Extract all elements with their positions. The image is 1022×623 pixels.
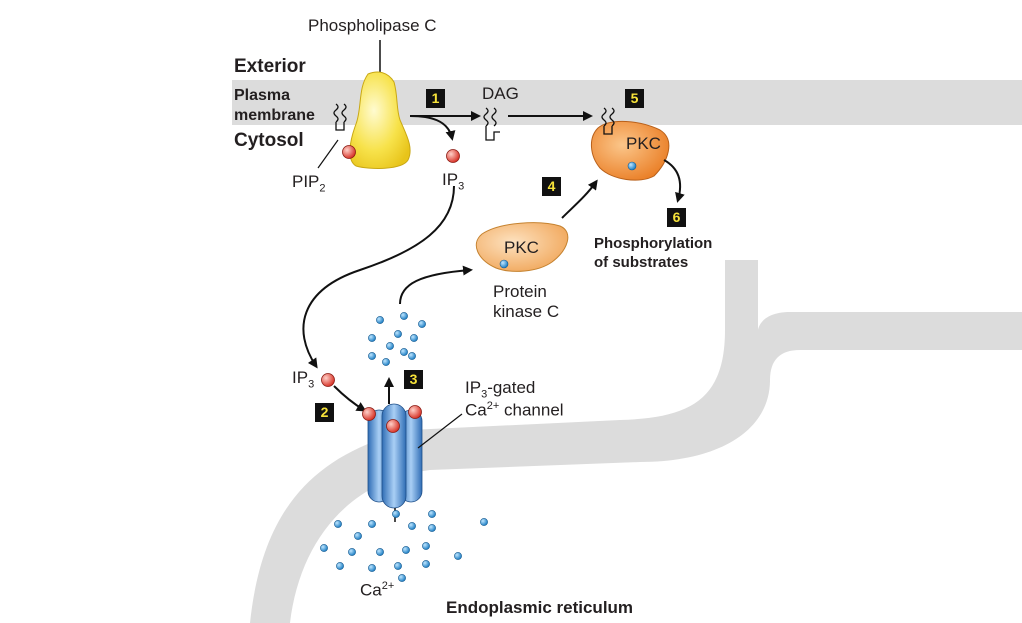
ip3-molecule — [446, 149, 460, 163]
ca-ion — [400, 312, 408, 320]
arrow-ip3-binds-channel — [333, 385, 367, 412]
ca-ion — [368, 564, 376, 572]
label-phospholipase-c: Phospholipase C — [308, 16, 437, 35]
ca-ion — [394, 330, 402, 338]
label-kinase-c: kinase C — [493, 302, 560, 321]
phospholipase-c-protein — [349, 71, 411, 169]
ca-ion — [422, 560, 430, 568]
ca-ion — [376, 548, 384, 556]
label-ip3-channel: IP3 — [292, 368, 315, 391]
ca-ion — [480, 518, 488, 526]
arrow-pkc-to-membrane — [561, 179, 598, 219]
ca-ion — [336, 562, 344, 570]
ca-ion — [454, 552, 462, 560]
ip3-bound-3 — [408, 405, 422, 419]
ca-ion — [428, 510, 436, 518]
label-phosphorylation: Phosphorylation — [594, 235, 713, 252]
ca-ion — [408, 522, 416, 530]
pkc-active-ca — [627, 161, 637, 171]
pip2-pointer — [317, 139, 339, 169]
ca-ion — [408, 352, 416, 360]
ca-ion — [320, 544, 328, 552]
ca-ion — [368, 352, 376, 360]
step-3-badge: 3 — [404, 370, 423, 389]
ca-ion — [382, 358, 390, 366]
dag-lipid — [483, 107, 500, 141]
ca-ion — [400, 348, 408, 356]
label-dag: DAG — [482, 84, 519, 103]
label-ip3-gated: IP3-gated — [465, 378, 536, 401]
label-membrane: membrane — [234, 107, 315, 124]
ip3-near-channel — [321, 373, 335, 387]
pkc-bound-dag — [601, 107, 615, 135]
ca-ion — [418, 320, 426, 328]
ca-ion — [386, 342, 394, 350]
ca-ion — [368, 334, 376, 342]
arrow-ip3-to-channel — [302, 185, 455, 369]
label-ca-er: Ca2+ — [360, 580, 395, 600]
step-4-badge: 4 — [542, 177, 561, 196]
step-6-badge: 6 — [667, 208, 686, 227]
ca-ion — [422, 542, 430, 550]
label-cytosol: Cytosol — [234, 130, 304, 151]
step-2-badge: 2 — [315, 403, 334, 422]
label-ca-channel: Ca2+ channel — [465, 400, 564, 420]
channel-label-pointer — [417, 413, 463, 449]
ca-ion — [368, 520, 376, 528]
pkc-cytosolic-protein — [475, 222, 569, 272]
label-pkc-active: PKC — [626, 134, 661, 153]
ca-ions-cytosol — [368, 312, 426, 366]
pip2-headgroup — [342, 145, 356, 159]
ca-ion — [394, 562, 402, 570]
ca-ions-er — [320, 510, 488, 582]
ca-ion — [376, 316, 384, 324]
step-5-badge: 5 — [625, 89, 644, 108]
ca-ion — [392, 510, 400, 518]
label-of-substrates: of substrates — [594, 254, 689, 271]
ca-ion — [402, 546, 410, 554]
ip3-gated-ca-channel — [367, 403, 423, 509]
label-endoplasmic-reticulum: Endoplasmic reticulum — [446, 598, 634, 617]
label-exterior: Exterior — [234, 56, 306, 77]
step-1-badge: 1 — [426, 89, 445, 108]
label-plasma: Plasma — [234, 87, 291, 104]
label-pip2: PIP2 — [292, 172, 326, 195]
label-ip3-top: IP3 — [442, 170, 465, 193]
er-membrane-band — [250, 260, 1022, 623]
ca-ion — [334, 520, 342, 528]
ca-ion — [348, 548, 356, 556]
ca-ion — [398, 574, 406, 582]
ca-ion — [410, 334, 418, 342]
label-protein: Protein — [493, 282, 547, 301]
pkc-cytosolic-ca — [499, 259, 509, 269]
pkc-active-protein — [591, 120, 670, 181]
ca-ion — [428, 524, 436, 532]
ip3-bound-2 — [386, 419, 400, 433]
arrow-ca-to-pkc — [399, 265, 473, 305]
ip3-bound-1 — [362, 407, 376, 421]
label-pkc-cytosolic: PKC — [504, 238, 539, 257]
ca-ion — [354, 532, 362, 540]
arrow-pkc-to-substrates — [663, 159, 685, 203]
pip2-lipid-tails — [333, 103, 347, 131]
